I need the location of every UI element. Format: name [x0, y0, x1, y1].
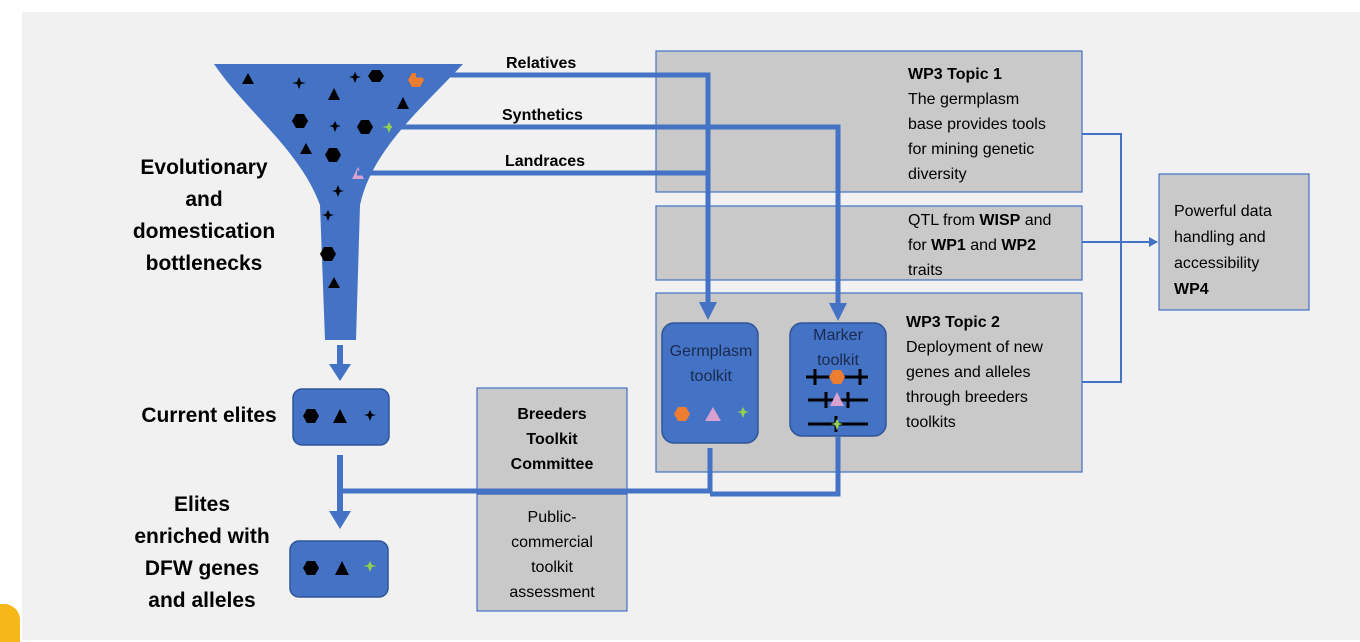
wp3-topic1-box: [655, 50, 1083, 193]
breeders-assessment: Public- commercial toolkit assessment: [509, 509, 595, 601]
toolkit-return-lines: [340, 437, 841, 497]
wp3-topic2-text: WP3 Topic 2 Deployment of new genes and …: [906, 310, 1080, 435]
marker-symbols: [806, 369, 868, 432]
wp4-box: [1158, 173, 1310, 311]
bottlenecks-label: Evolutionary and domestication bottlenec…: [132, 156, 276, 275]
bottleneck-funnel: [214, 64, 463, 340]
wp4-text: Powerful data handling and accessibility…: [1174, 203, 1272, 298]
wp3-topic1-title: WP3 Topic 1: [908, 66, 1002, 83]
arrowhead-germplasm: [699, 302, 717, 320]
breeders-title: Breeders Toolkit Committee: [510, 406, 594, 473]
current-elites-label: Current elites: [141, 404, 277, 427]
germplasm-toolkit-label: Germplasm toolkit: [669, 343, 753, 385]
funnel-symbols: [242, 70, 424, 288]
relatives-label: Relatives: [506, 55, 577, 72]
edge-decoration: [0, 604, 20, 642]
landraces-label: Landraces: [505, 153, 586, 170]
wp3-topic2-title: WP3 Topic 2: [906, 314, 1000, 331]
enriched-elites-label: Elites enriched with DFW genes and allel…: [134, 493, 270, 612]
wp4-connector: [1082, 133, 1157, 383]
arrowhead-enriched: [329, 511, 351, 529]
funnel-arrows: [357, 72, 841, 308]
qtl-text: QTL from WISP and for WP1 and WP2 traits: [908, 212, 1052, 279]
wp3-topic1-text: WP3 Topic 1 The germplasm base provides …: [908, 62, 1078, 187]
synthetics-label: Synthetics: [502, 107, 583, 124]
marker-toolkit-label: Marker toolkit: [813, 327, 863, 369]
arrowhead-current-elites: [329, 364, 351, 381]
arrowhead-marker: [829, 303, 847, 321]
breeders-box: [476, 387, 628, 612]
